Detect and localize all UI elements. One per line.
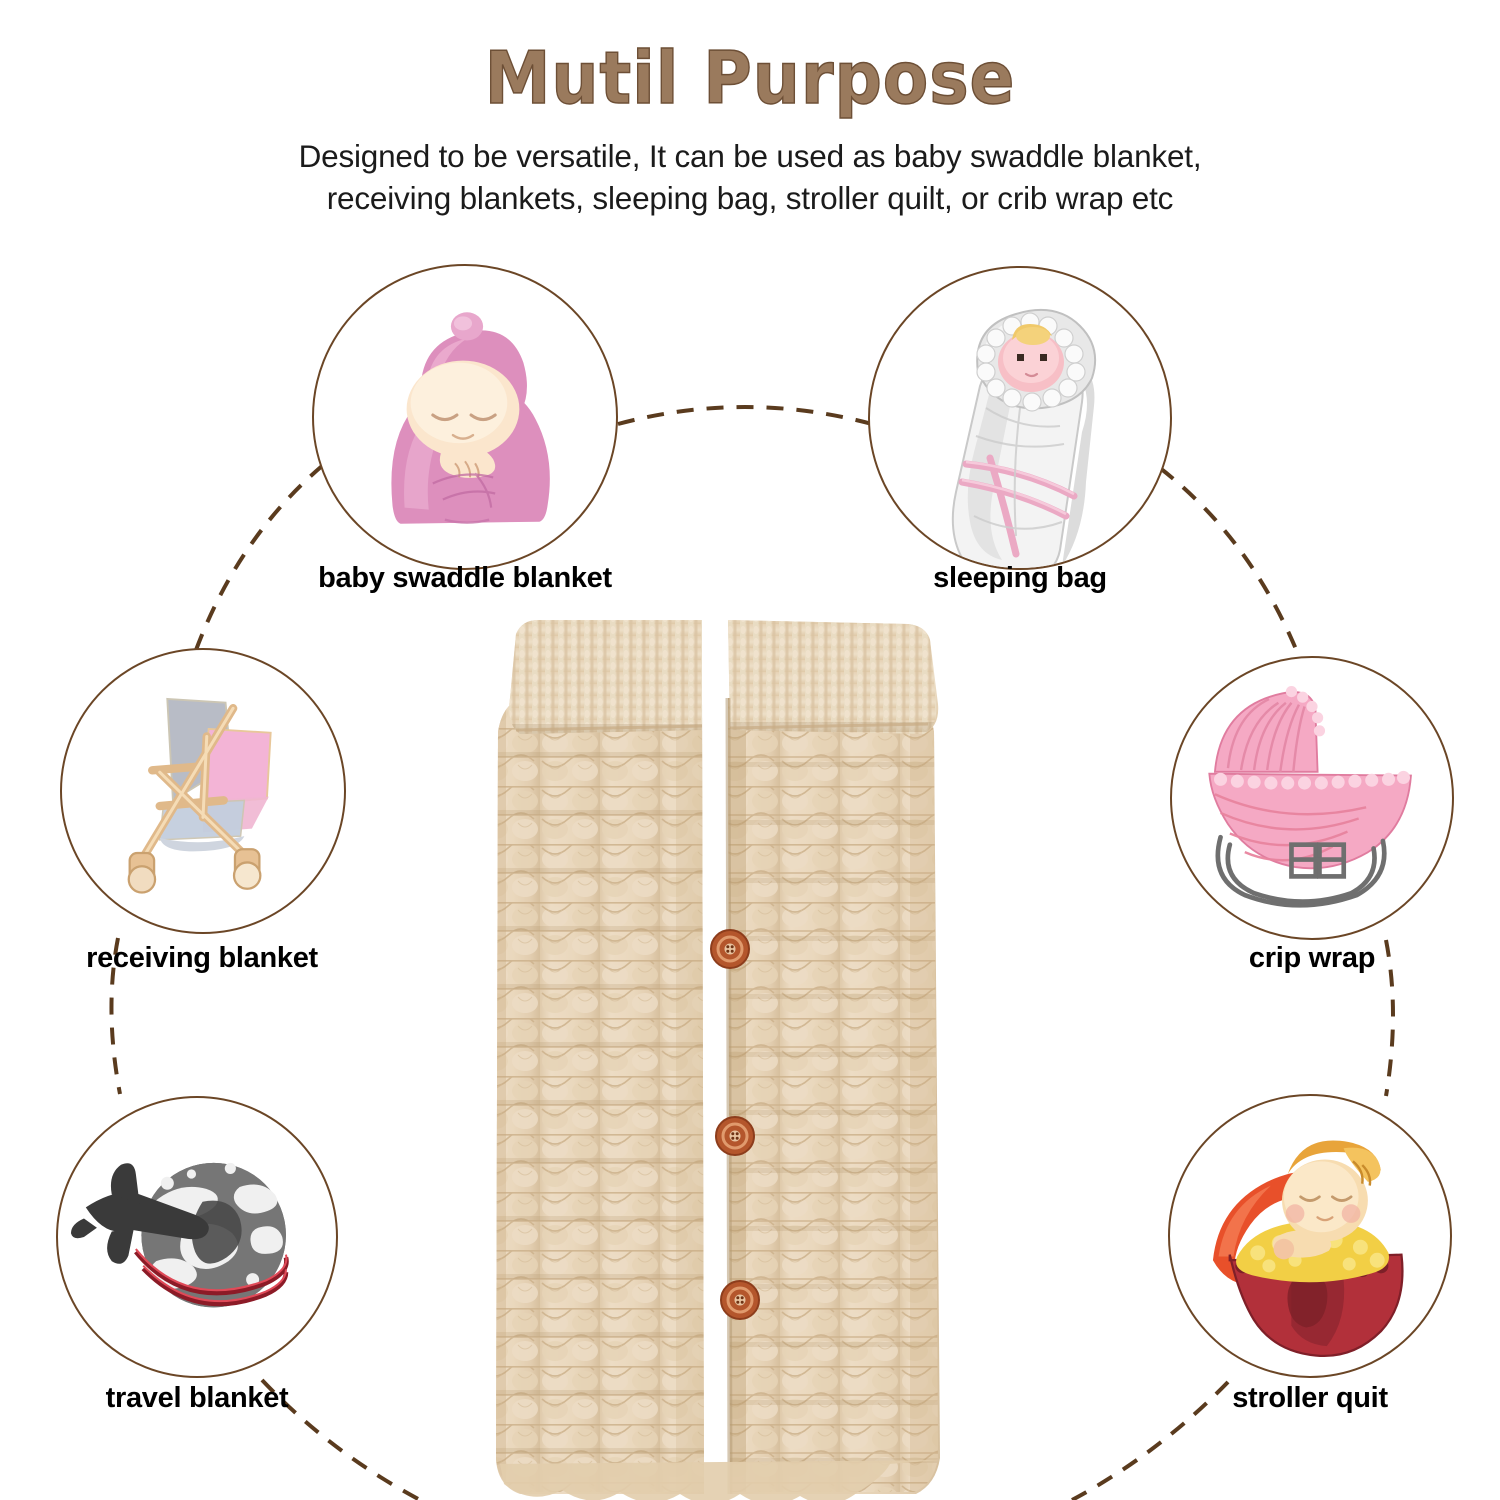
bubble-travel-blanket[interactable] [56, 1096, 338, 1378]
product-right-panel [725, 620, 940, 1495]
label-stroller-quit: stroller quit [1232, 1382, 1388, 1414]
button-3 [720, 1280, 760, 1320]
label-crip-wrap: crip wrap [1248, 942, 1376, 974]
button-1 [710, 929, 750, 969]
bubble-baby-swaddle-blanket[interactable] [312, 264, 618, 570]
button-2 [715, 1116, 755, 1156]
header: Mutil Purpose Designed to be versatile, … [0, 0, 1500, 220]
globe-airplane-icon [70, 1162, 289, 1308]
product-left-panel [496, 620, 704, 1494]
baby-in-basket-icon [1212, 1140, 1404, 1358]
connector-left [109, 937, 122, 1095]
product-bottom-edge [500, 1460, 940, 1500]
subtitle-line-1: Designed to be versatile, It can be used… [298, 138, 1202, 174]
connector-top [617, 405, 873, 426]
connector-upper-right [1158, 466, 1300, 655]
connector-upper-left [194, 464, 324, 651]
label-sleeping-bag: sleeping bag [933, 562, 1107, 594]
label-baby-swaddle-blanket: baby swaddle blanket [318, 562, 612, 594]
cradle-bassinet-icon [1208, 686, 1412, 908]
label-receiving-blanket: receiving blanket [86, 942, 318, 974]
connector-lower-left [260, 1378, 421, 1500]
knitted-baby-swaddle-sack [480, 612, 960, 1500]
baby-stroller-icon [127, 697, 272, 894]
bubble-stroller-quit[interactable] [1168, 1094, 1452, 1378]
bubble-sleeping-bag[interactable] [868, 266, 1172, 570]
connector-right [1384, 939, 1395, 1097]
bubble-receiving-blanket[interactable] [60, 648, 346, 934]
product-buttons [710, 929, 760, 1320]
swaddled-baby-pink-icon [391, 312, 550, 524]
page-title: Mutil Purpose [484, 36, 1016, 120]
page-subtitle: Designed to be versatile, It can be used… [195, 136, 1305, 220]
label-travel-blanket: travel blanket [105, 1382, 289, 1414]
sleeping-bag-baby-icon [951, 309, 1096, 568]
subtitle-line-2: receiving blankets, sleeping bag, stroll… [326, 179, 1174, 216]
product-illustration [496, 620, 940, 1500]
bubble-crip-wrap[interactable] [1170, 656, 1454, 940]
connector-lower-right [1071, 1380, 1230, 1500]
